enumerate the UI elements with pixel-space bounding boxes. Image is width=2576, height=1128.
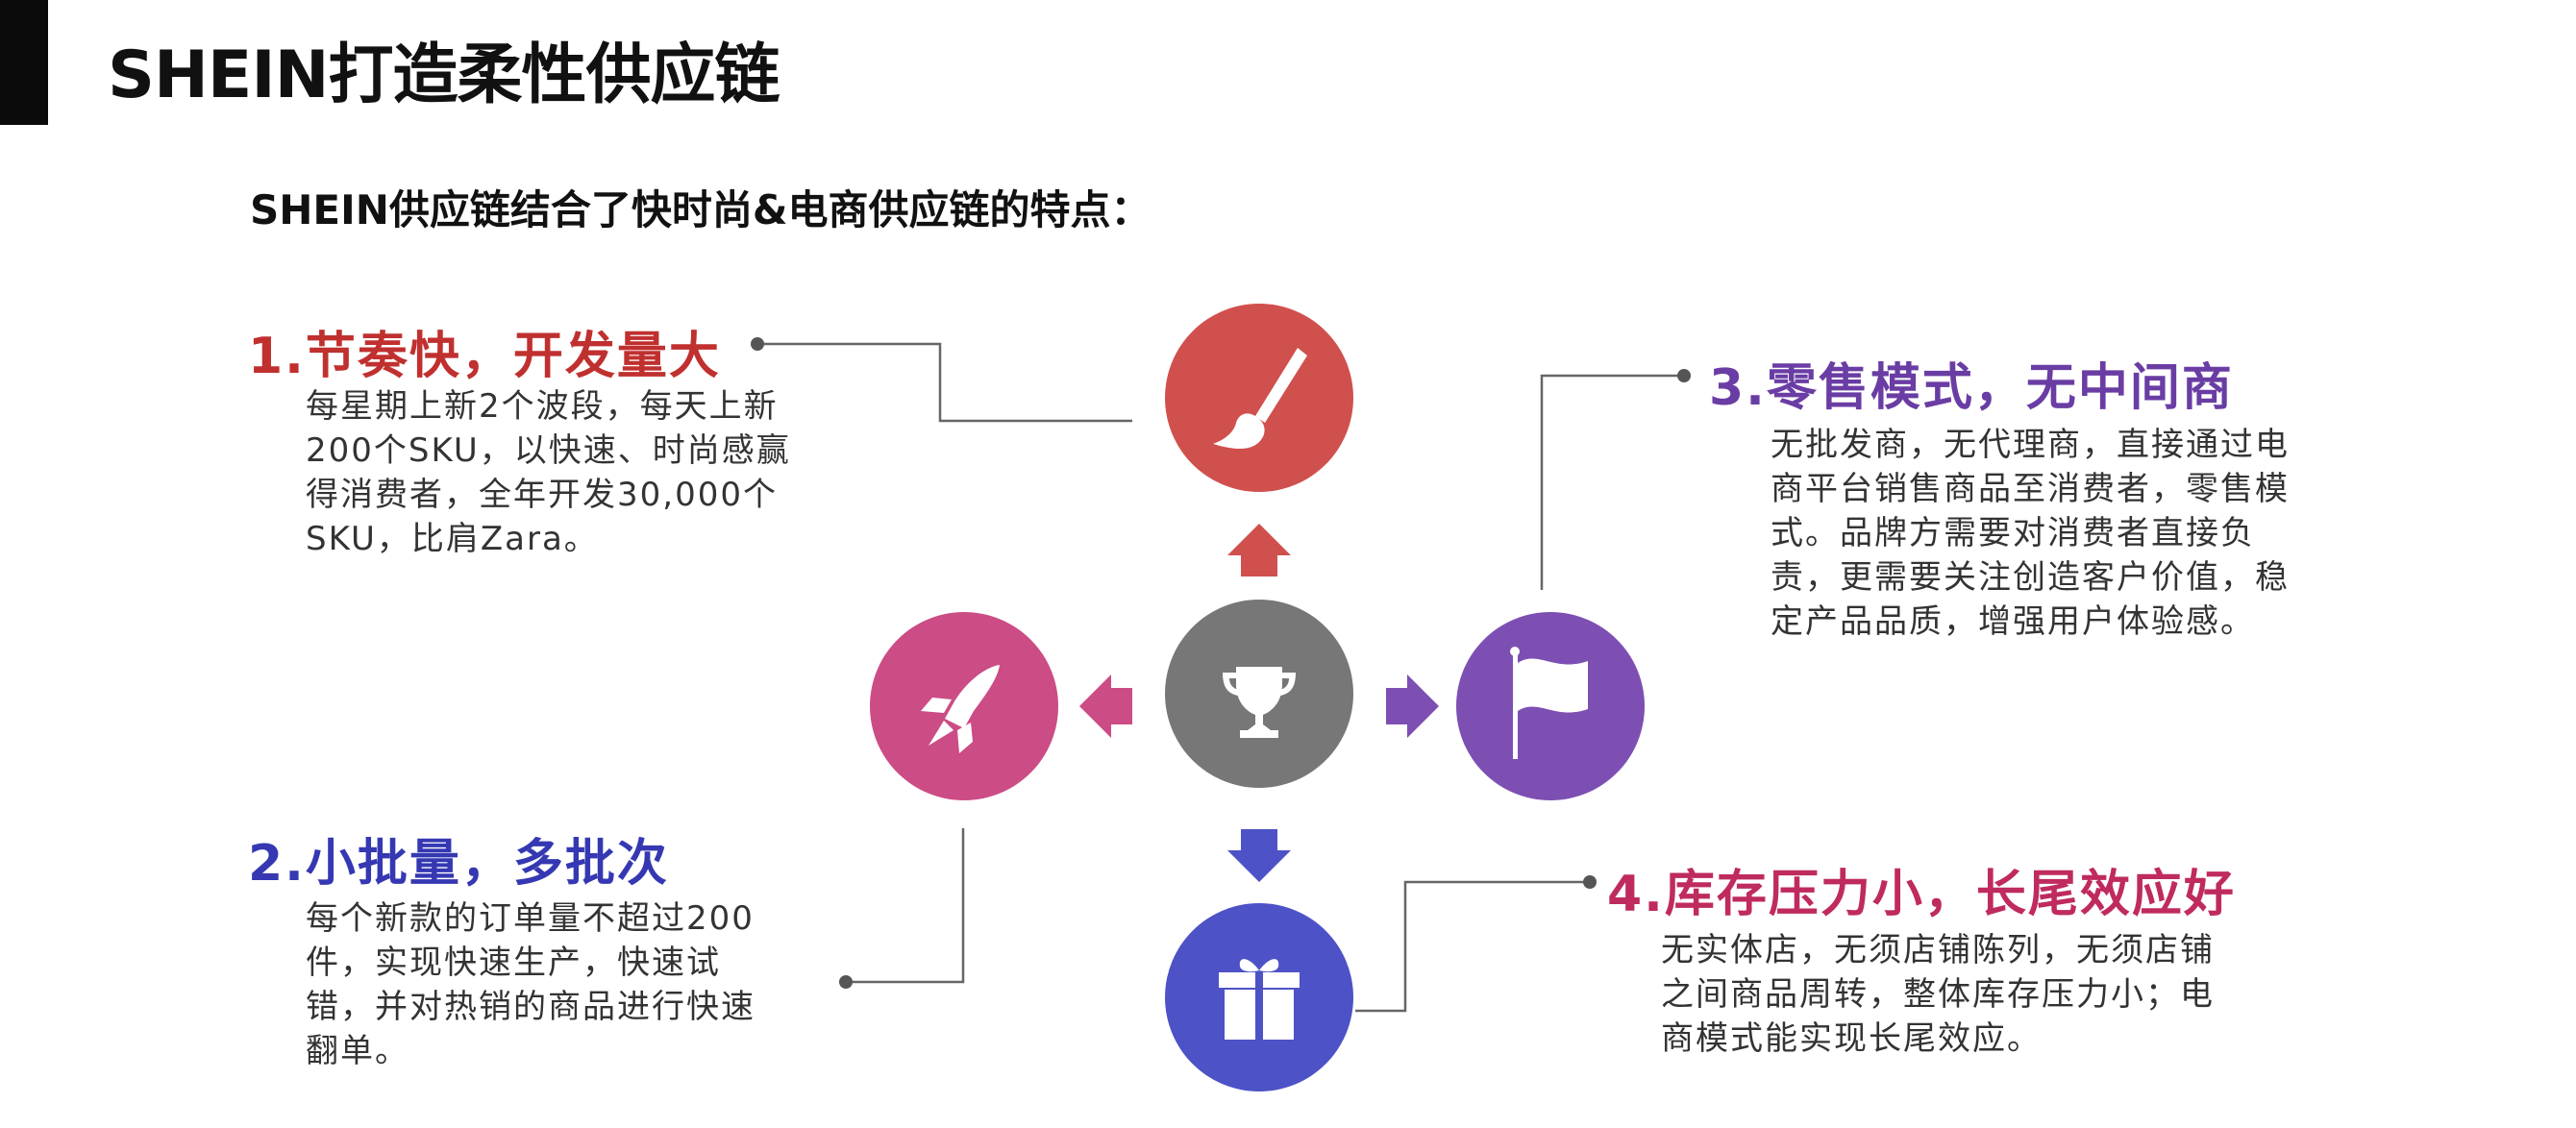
arrow-up: [1227, 524, 1291, 576]
rocket-icon: [921, 665, 1000, 753]
connector-3: [1540, 374, 1684, 590]
connector-dots: [751, 337, 1691, 989]
item-1-line: 200个SKU，以快速、时尚感赢: [306, 431, 791, 470]
flag-icon: [1510, 647, 1588, 759]
item-3-line: 无批发商，无代理商，直接通过电: [1771, 426, 2290, 464]
item-1-line: 每星期上新2个波段，每天上新: [306, 387, 779, 426]
item-3-line: 责，更需要关注创造客户价值，稳: [1771, 558, 2290, 597]
item-1-heading: 1.节奏快，开发量大: [248, 328, 721, 385]
connector-lines: [757, 342, 1684, 1013]
arrow-right: [1386, 674, 1439, 738]
item-3-heading: 3.零售模式，无中间商: [1709, 359, 2234, 417]
item-3-line: 式。品牌方需要对消费者直接负: [1771, 514, 2255, 552]
connector-dot-3: [1677, 369, 1691, 382]
connector-dot-4: [1583, 875, 1597, 889]
item-2-line: 每个新款的订单量不超过200: [306, 899, 755, 938]
circle-red: [1165, 304, 1353, 492]
item-3-line: 定产品品质，增强用户体验感。: [1771, 602, 2255, 641]
arrow-down: [1227, 829, 1291, 882]
item-1-line: SKU，比肩Zara。: [306, 520, 599, 558]
item-2-line: 翻单。: [306, 1032, 409, 1070]
item-4-line: 之间商品周转，整体库存压力小；电: [1661, 975, 2215, 1014]
item-2-heading: 2.小批量，多批次: [248, 835, 669, 893]
item-2-line: 错，并对热销的商品进行快速: [306, 988, 755, 1026]
connector-2: [846, 828, 965, 984]
page-subtitle: SHEIN供应链结合了快时尚&电商供应链的特点：: [250, 186, 1152, 233]
item-4-line: 商模式能实现长尾效应。: [1661, 1019, 2042, 1058]
item-2-body: 每个新款的订单量不超过200 件，实现快速生产，快速试 错，并对热销的商品进行快…: [306, 896, 755, 1073]
page-title: SHEIN打造柔性供应链: [108, 37, 780, 113]
title-accent-bar: [0, 0, 48, 125]
trophy-icon: [1223, 667, 1296, 738]
item-4-heading: 4.库存压力小，长尾效应好: [1607, 866, 2236, 923]
item-4-body: 无实体店，无须店铺陈列，无须店铺 之间商品周转，整体库存压力小；电 商模式能实现…: [1661, 928, 2215, 1061]
item-2-line: 件，实现快速生产，快速试: [306, 944, 721, 982]
item-3-body: 无批发商，无代理商，直接通过电 商平台销售商品至消费者，零售模 式。品牌方需要对…: [1771, 423, 2290, 644]
connector-dot-2: [839, 975, 853, 989]
item-4-line: 无实体店，无须店铺陈列，无须店铺: [1661, 931, 2215, 969]
item-1-body: 每星期上新2个波段，每天上新 200个SKU，以快速、时尚感赢 得消费者，全年开…: [306, 384, 791, 561]
paintbrush-icon: [1213, 348, 1307, 449]
connector-1: [757, 342, 1132, 423]
connector-dot-1: [751, 337, 764, 351]
item-3-line: 商平台销售商品至消费者，零售模: [1771, 470, 2290, 508]
connector-4: [1355, 880, 1590, 1013]
arrow-left: [1079, 674, 1132, 738]
item-1-line: 得消费者，全年开发30,000个: [306, 476, 778, 514]
gift-icon: [1219, 959, 1300, 1040]
